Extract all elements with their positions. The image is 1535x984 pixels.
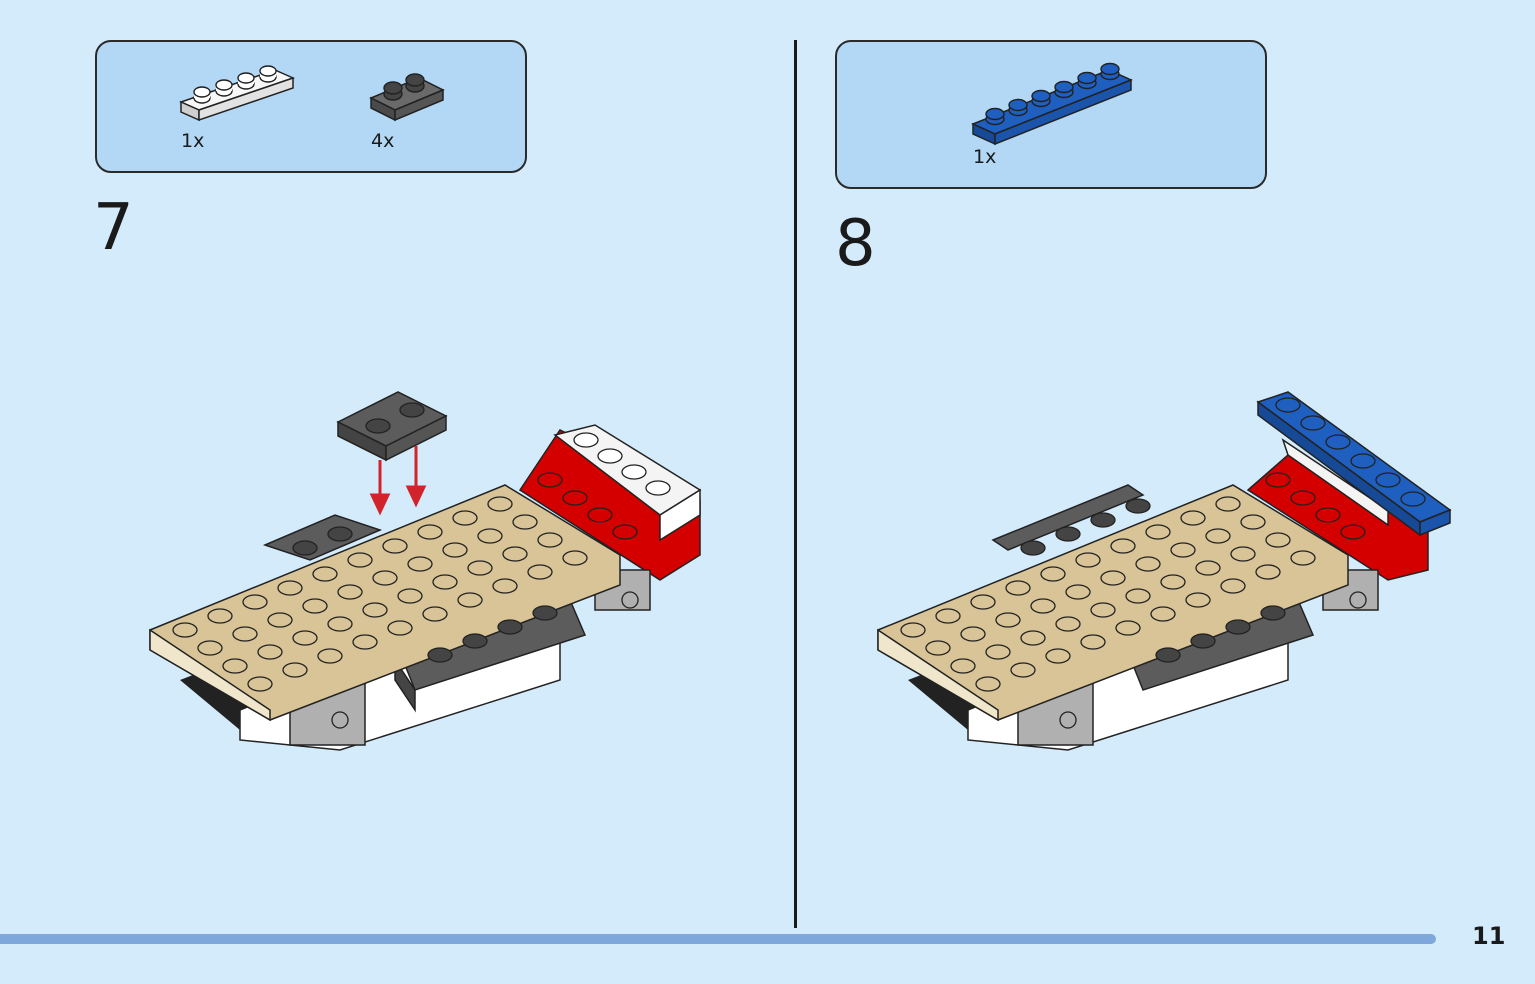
model-assembly-step-8: [877, 391, 1452, 751]
page-number: 11: [1472, 922, 1506, 950]
page-progress-bar: [0, 934, 1436, 944]
parts-callout-step-8: 1x: [835, 40, 1267, 189]
model-assembly-step-7: [149, 391, 702, 751]
step-divider: [794, 40, 797, 928]
blue-plate-1x6-icon: [971, 62, 1133, 146]
dark-gray-plate-1x2-rail-icon: [369, 73, 445, 122]
step-number: 8: [835, 207, 876, 281]
step-number: 7: [93, 191, 134, 265]
part-quantity: 4x: [371, 130, 395, 152]
parts-callout-step-7: 1x 4x: [95, 40, 527, 173]
white-plate-1x4-icon: [179, 65, 296, 122]
part-quantity: 1x: [973, 146, 997, 168]
part-quantity: 1x: [181, 130, 205, 152]
